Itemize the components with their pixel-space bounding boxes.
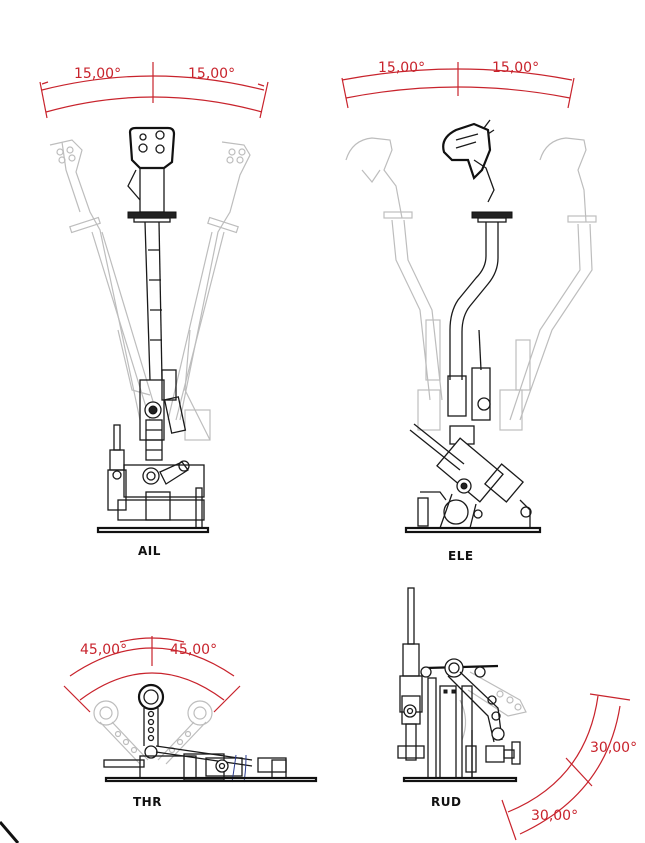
ele-ghost-stick-left: [345, 137, 443, 431]
thr-label: THR: [133, 795, 162, 809]
ail-stick-grip: [127, 126, 177, 223]
ele-label: ELE: [448, 549, 474, 563]
ail-ghost-stick-left: [49, 139, 159, 421]
ele-dimension-right: 15,00°: [492, 60, 539, 76]
ele-angle-dimension: 15,00° 15,00°: [341, 60, 575, 109]
ele-stick-shaft: [449, 222, 499, 380]
rud-angle-dimension: 30,00° 30,00°: [501, 693, 637, 841]
rud-ghost-pedal-arm: [459, 671, 527, 741]
ail-ghost-stick-right: [167, 141, 251, 441]
ail-angle-dimension: 15,00° 15,00°: [39, 62, 269, 119]
thr-panel: 45,00° 45,00°: [63, 636, 318, 809]
rud-dimension-upper: 30,00°: [590, 740, 637, 756]
rud-label: RUD: [431, 795, 461, 809]
ail-label: AIL: [138, 544, 161, 558]
ail-dimension-right: 15,00°: [188, 66, 235, 82]
thr-base-mechanism: [103, 745, 318, 783]
ail-stick-shaft: [144, 221, 163, 381]
rud-panel: 30,00° 30,00° RUD: [397, 587, 637, 841]
thr-dimension-right: 45,00°: [170, 642, 217, 658]
ele-stick-grip: [442, 119, 513, 223]
thr-dimension-left: 45,00°: [80, 642, 127, 658]
ail-panel: 15,00° 15,00°: [39, 62, 269, 558]
rud-mechanism: [397, 587, 521, 783]
ele-panel: 15,00° 15,00°: [341, 60, 597, 563]
ail-dimension-left: 15,00°: [74, 66, 121, 82]
corner-decoration-line: [0, 821, 20, 843]
ail-base-mechanism: [96, 369, 210, 534]
thr-lever: [137, 683, 165, 759]
thr-angle-dimension: 45,00° 45,00°: [63, 636, 241, 713]
ele-ghost-stick-right: [499, 137, 597, 431]
ele-base-mechanism: [404, 367, 542, 534]
ele-dimension-left: 15,00°: [378, 60, 425, 76]
rud-dimension-lower: 30,00°: [531, 808, 578, 824]
